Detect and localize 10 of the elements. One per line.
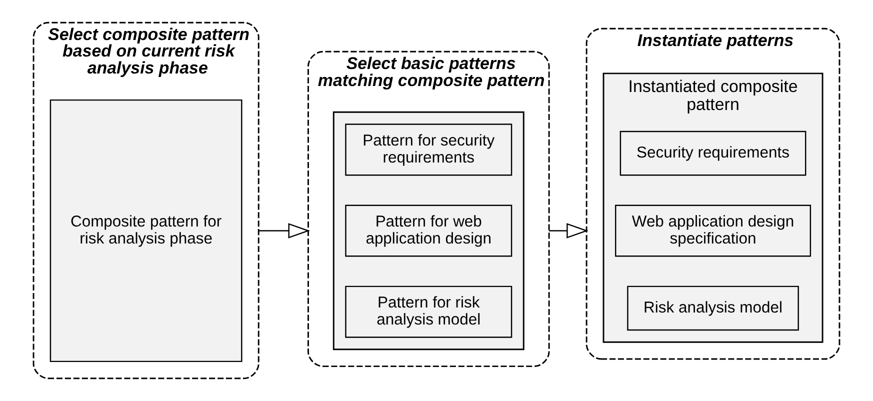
arrow [258, 223, 310, 238]
arrow [549, 223, 588, 238]
cluster [332, 111, 524, 350]
node-box: Web application design specification [615, 204, 812, 257]
node-box: Composite pattern for risk analysis phase [50, 99, 242, 362]
node-box: Pattern for security requirements [345, 124, 512, 176]
node-box: Risk analysis model [627, 286, 799, 331]
node-box: Pattern for web application design [345, 204, 512, 257]
node-box: Pattern for risk analysis model [345, 286, 512, 338]
node-box: Security requirements [620, 130, 806, 176]
